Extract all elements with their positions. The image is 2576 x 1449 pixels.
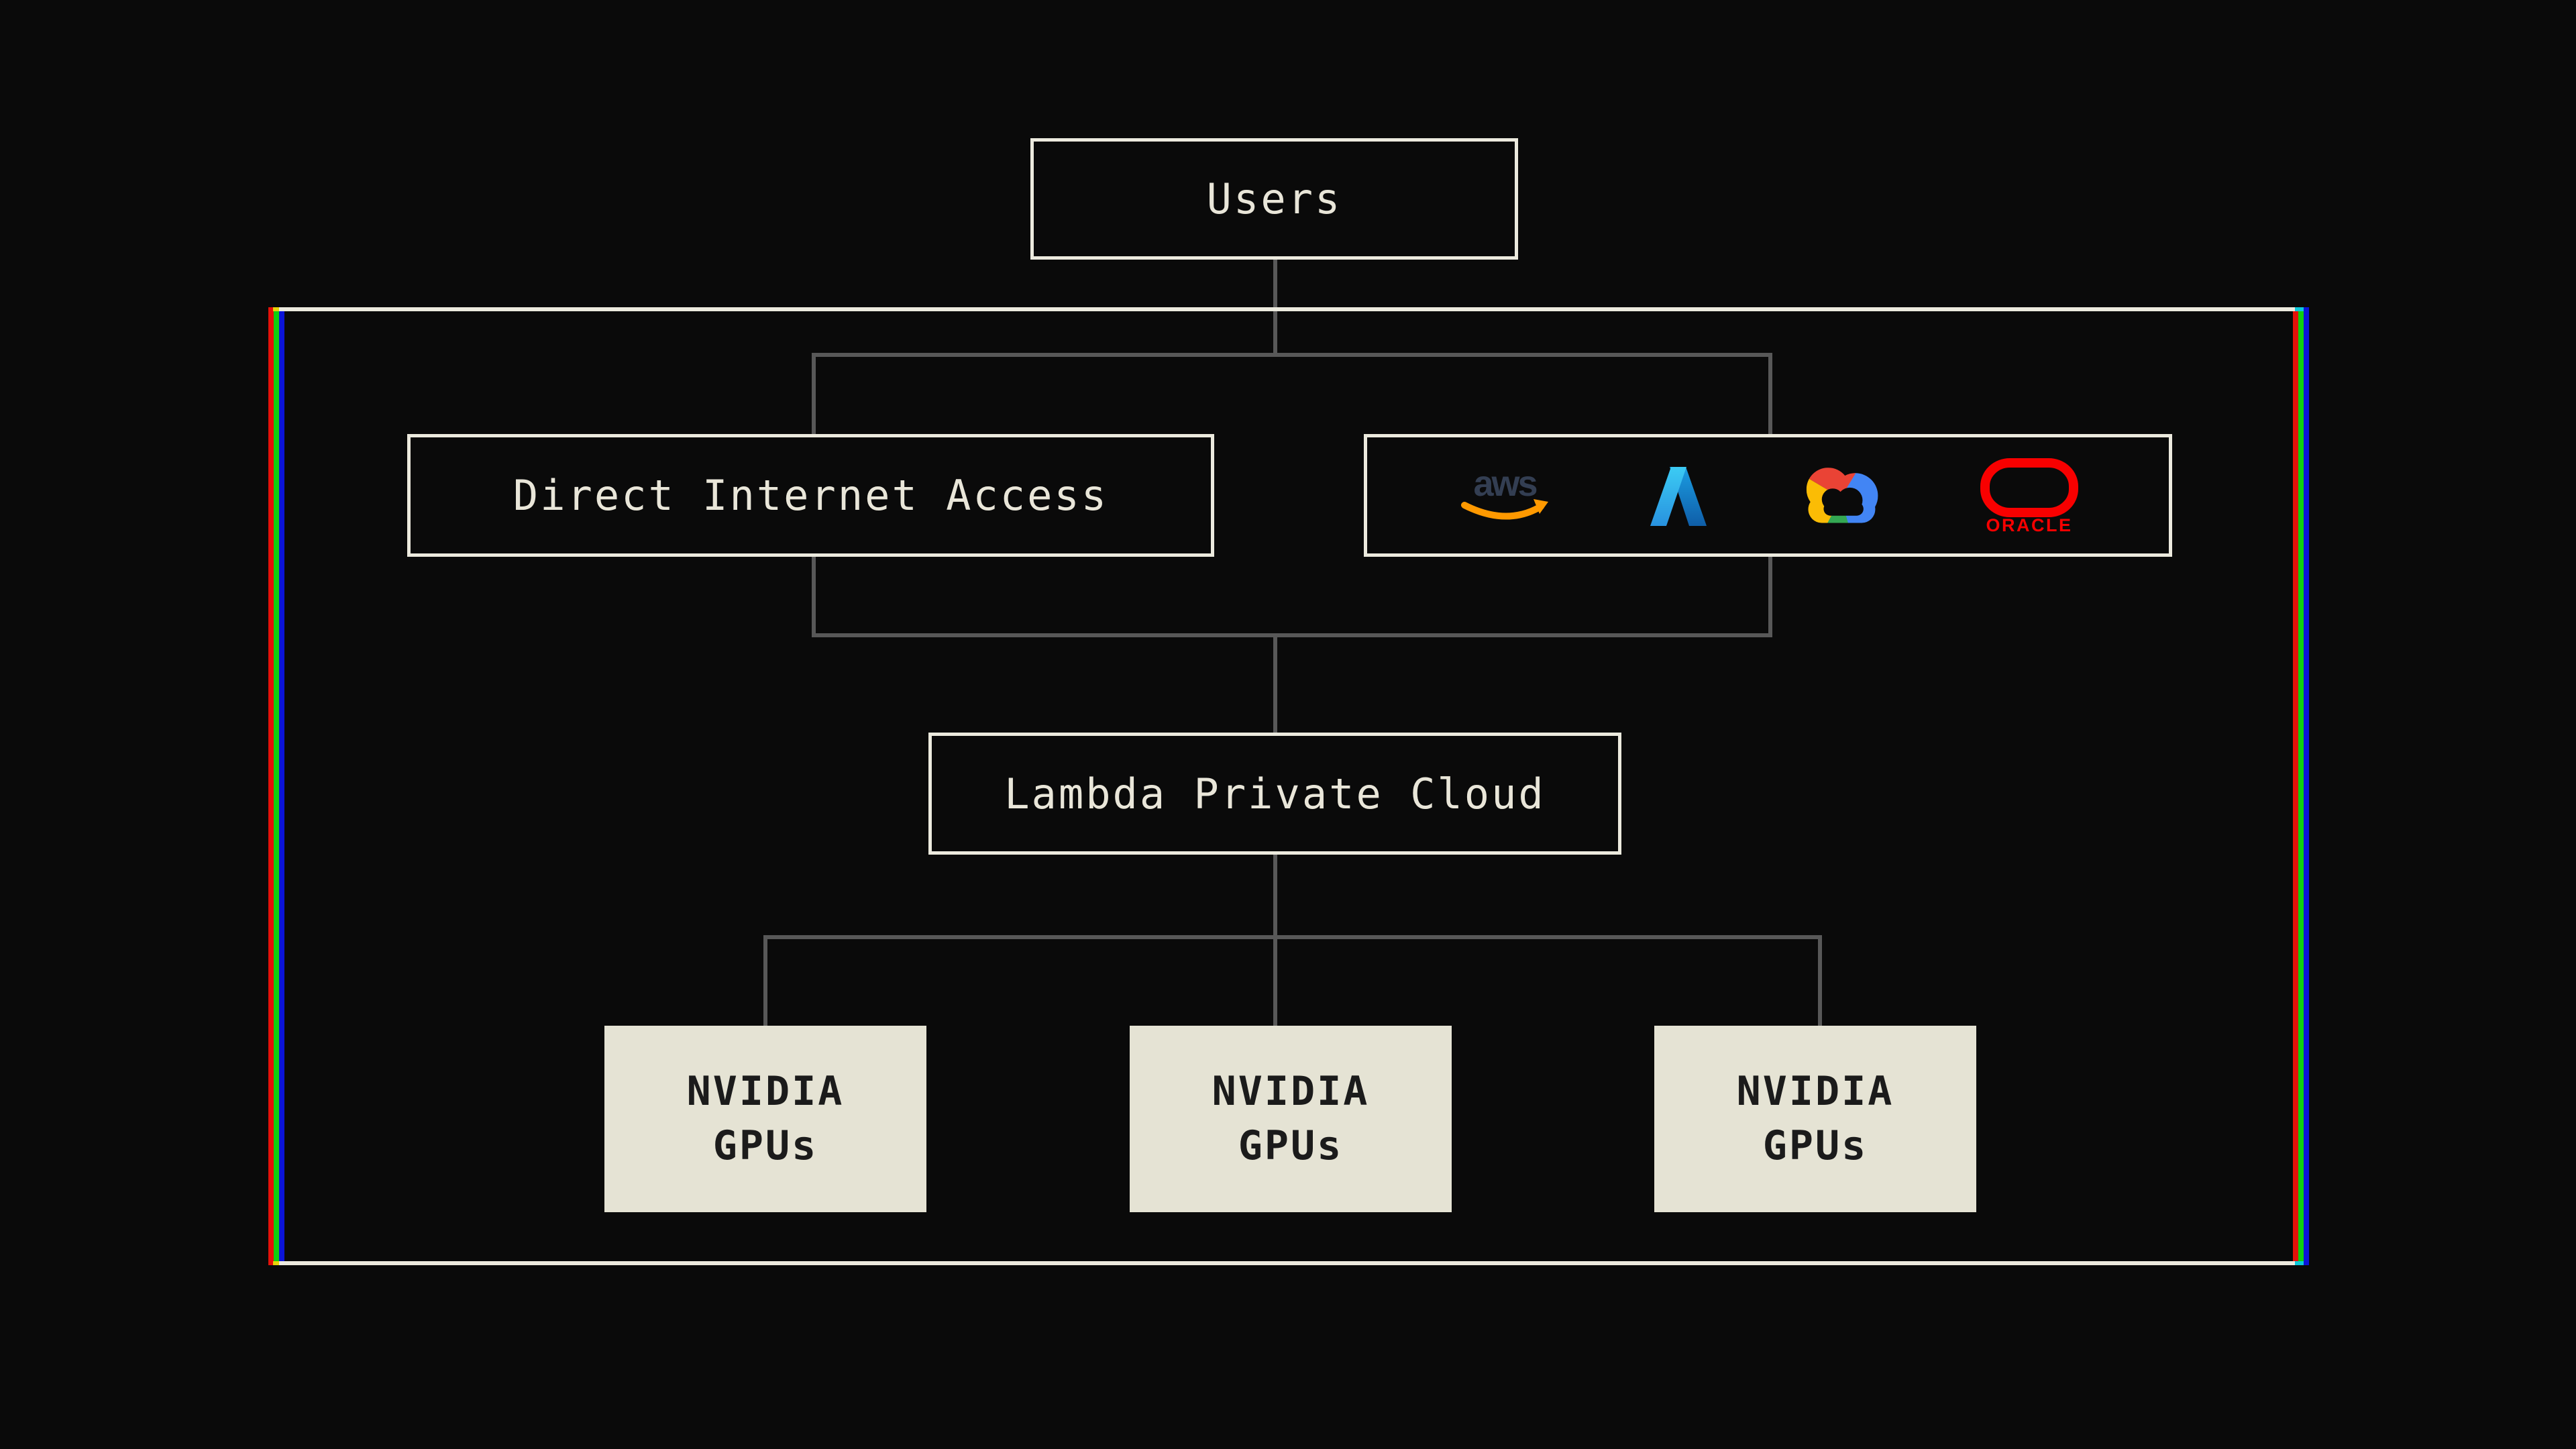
aws-logo: aws	[1456, 462, 1557, 529]
frame-corner-bottom-right-cyan	[2295, 1261, 2304, 1265]
google-cloud-yellow	[1807, 474, 1841, 523]
connector-gpu3-drop	[1818, 935, 1822, 1029]
lambda-private-cloud-label: Lambda Private Cloud	[1004, 769, 1546, 818]
nvidia-gpus-2-line2: GPUs	[1238, 1122, 1344, 1169]
aws-logo-text: aws	[1473, 464, 1536, 504]
connector-gpu2-drop	[1273, 935, 1277, 1029]
nvidia-gpus-1-line1: NVIDIA	[686, 1068, 845, 1115]
connector-to-lambda	[1273, 633, 1277, 735]
users-node: Users	[1030, 138, 1518, 260]
nvidia-gpus-node-2: NVIDIA GPUs	[1130, 1026, 1452, 1212]
google-cloud-inner-cutout	[1822, 487, 1864, 516]
nvidia-gpus-node-1: NVIDIA GPUs	[604, 1026, 926, 1212]
connector-gpu1-drop	[763, 935, 767, 1029]
aws-logo-svg: aws	[1460, 464, 1548, 519]
azure-left-leg	[1650, 466, 1686, 526]
direct-internet-access-label: Direct Internet Access	[513, 471, 1109, 520]
oracle-logo-svg: ORACLE	[1980, 458, 2079, 534]
azure-logo	[1646, 462, 1711, 529]
frame-corner-bottom-left-yellow	[273, 1261, 279, 1265]
frame-left-green-stripe	[274, 307, 279, 1265]
frame-bottom-border	[279, 1261, 2295, 1265]
frame-corner-top-left-yellow	[273, 307, 279, 311]
frame-right-green-stripe	[2298, 307, 2304, 1265]
nvidia-gpus-1-line2: GPUs	[712, 1122, 818, 1169]
nvidia-gpus-3-line2: GPUs	[1762, 1122, 1868, 1169]
direct-internet-access-node: Direct Internet Access	[407, 434, 1214, 557]
frame-corner-top-right-cyan	[2295, 307, 2304, 311]
google-cloud-logo-svg	[1807, 467, 1878, 523]
frame-left-red-stripe	[268, 307, 274, 1265]
connector-bottom-bar	[763, 935, 1822, 939]
azure-notch	[1666, 500, 1688, 526]
connector-mid-bar	[812, 633, 1772, 637]
google-cloud-logo	[1799, 460, 1890, 532]
aws-swoosh-arrow	[1533, 498, 1548, 514]
google-cloud-green	[1821, 497, 1852, 523]
oracle-logo-text: ORACLE	[1986, 515, 2073, 534]
azure-logo-svg	[1650, 466, 1707, 526]
frame-right-blue-stripe	[2304, 307, 2309, 1265]
google-cloud-red	[1807, 467, 1867, 498]
nvidia-gpus-2-line1: NVIDIA	[1212, 1068, 1370, 1115]
nvidia-gpus-3-line1: NVIDIA	[1736, 1068, 1894, 1115]
frame-right-red-stripe	[2293, 307, 2298, 1265]
oracle-ring	[1980, 458, 2079, 517]
cloud-providers-node: aws	[1364, 434, 2172, 557]
nvidia-gpus-node-3: NVIDIA GPUs	[1654, 1026, 1976, 1212]
oracle-logo: ORACLE	[1979, 458, 2080, 534]
frame-left-blue-stripe	[279, 307, 284, 1265]
users-label: Users	[1206, 174, 1342, 223]
frame-top-border	[279, 307, 2295, 311]
connector-top-bar	[812, 353, 1772, 357]
lambda-private-cloud-node: Lambda Private Cloud	[928, 733, 1621, 855]
connector-lambda-down	[1273, 853, 1277, 939]
aws-swoosh	[1460, 501, 1544, 519]
